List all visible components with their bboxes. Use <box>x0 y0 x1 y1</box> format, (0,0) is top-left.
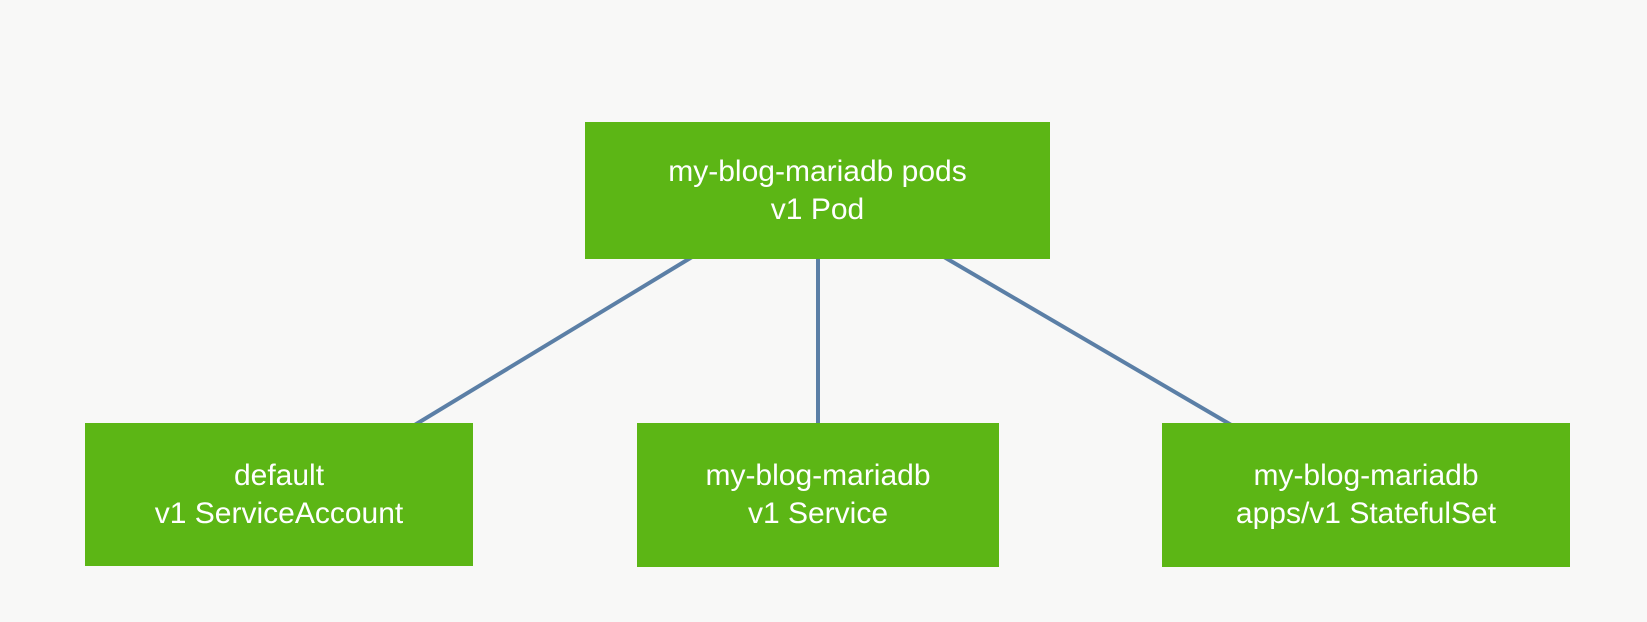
node-serviceaccount-name: default <box>233 458 325 492</box>
node-service[interactable]: my-blog-mariadb v1 Service <box>637 423 999 567</box>
node-serviceaccount-kind: v1 ServiceAccount <box>154 496 404 530</box>
edge-pod-serviceaccount <box>411 255 694 428</box>
edge-pod-statefulset <box>942 255 1235 428</box>
node-serviceaccount[interactable]: default v1 ServiceAccount <box>85 423 473 566</box>
node-service-kind: v1 Service <box>747 497 889 530</box>
node-statefulset-kind: apps/v1 StatefulSet <box>1235 497 1497 530</box>
node-statefulset-name: my-blog-mariadb <box>1253 459 1479 492</box>
node-pod-name: my-blog-mariadb pods <box>668 154 967 188</box>
node-pod[interactable]: my-blog-mariadb pods v1 Pod <box>585 122 1050 259</box>
node-service-name: my-blog-mariadb <box>705 459 931 492</box>
node-statefulset[interactable]: my-blog-mariadb apps/v1 StatefulSet <box>1162 423 1570 567</box>
node-pod-kind: v1 Pod <box>770 192 865 226</box>
